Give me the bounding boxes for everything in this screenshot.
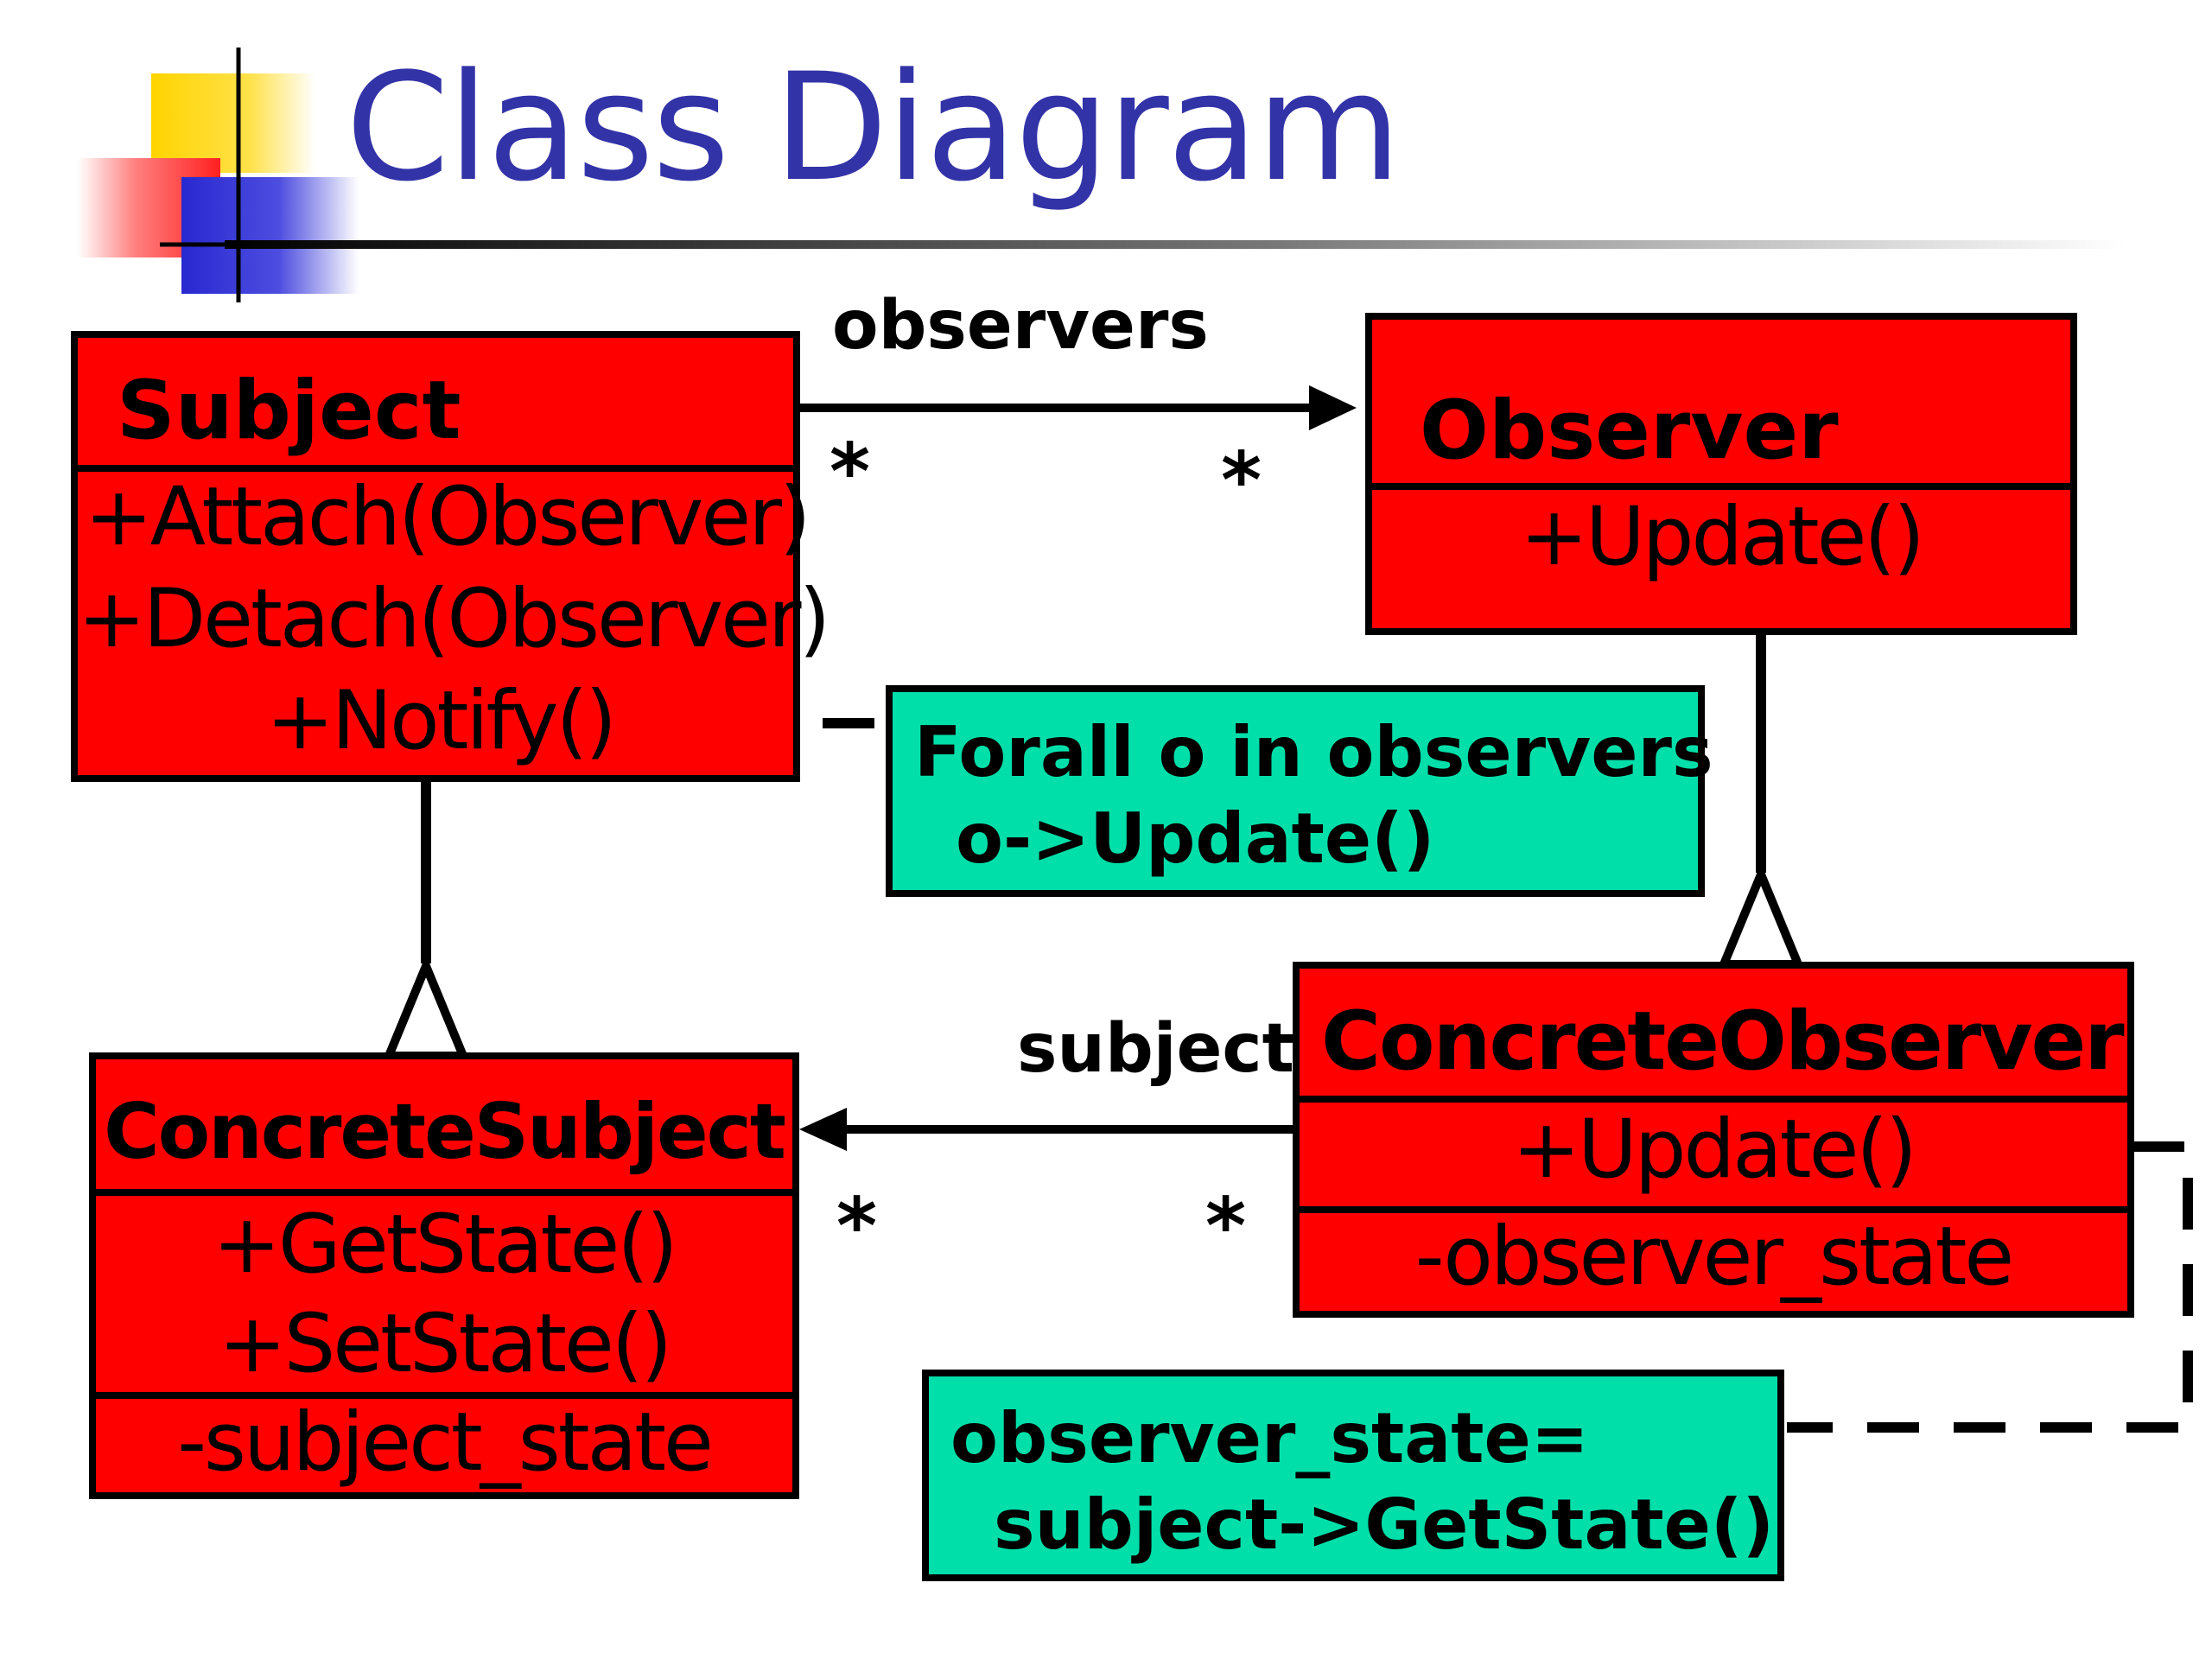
- concrete-observer-update-operation: +Update(): [1512, 1103, 1917, 1197]
- subject-multiplicity-target: *: [836, 1181, 878, 1272]
- set-state-operation: +SetState(): [218, 1297, 672, 1391]
- concrete-subject-class: ConcreteSubject +GetState() +SetState() …: [89, 1052, 799, 1499]
- slide-logo: [78, 48, 406, 302]
- observer-class: Observer +Update(): [1365, 313, 2077, 635]
- observers-association: [798, 385, 1357, 430]
- observers-multiplicity-target: *: [1221, 435, 1262, 526]
- subject-role-label: subject: [1017, 1010, 1294, 1088]
- observer-update-operation: +Update(): [1520, 490, 1925, 584]
- notify-note: Forall o in observers o->Update(): [886, 685, 1713, 897]
- notify-note-line-2: o->Update(): [956, 798, 1435, 879]
- subject-class: Subject +Attach(Observer) +Detach(Observ…: [71, 331, 830, 782]
- update-note-link: [1787, 1141, 2193, 1433]
- observers-multiplicity-source: *: [830, 427, 871, 518]
- update-note: observer_state= subject->GetState(): [922, 1370, 1784, 1581]
- title-underline: [225, 240, 2126, 249]
- observer-class-name: Observer: [1420, 384, 1839, 478]
- subject-state-attribute: -subject_state: [177, 1395, 714, 1490]
- concrete-observer-class-name: ConcreteObserver: [1321, 995, 2125, 1089]
- notify-note-line-1: Forall o in observers: [914, 712, 1713, 792]
- get-state-operation: +GetState(): [213, 1198, 677, 1292]
- notify-operation: +Notify(): [266, 674, 617, 768]
- concrete-subject-class-name: ConcreteSubject: [104, 1087, 786, 1176]
- observer-generalization: [1717, 633, 1805, 969]
- attach-operation: +Attach(Observer): [85, 470, 811, 564]
- subject-generalization: [382, 780, 470, 1060]
- page-title: Class Diagram: [346, 41, 1402, 214]
- update-note-line-2: subject->GetState(): [994, 1484, 1775, 1565]
- concrete-observer-class: ConcreteObserver +Update() -observer_sta…: [1293, 962, 2134, 1318]
- subject-association: [799, 1108, 1296, 1151]
- update-note-line-1: observer_state=: [950, 1398, 1589, 1478]
- observer-state-attribute: -observer_state: [1414, 1210, 2015, 1304]
- subject-class-name: Subject: [117, 364, 461, 458]
- observers-role-label: observers: [832, 287, 1209, 365]
- subject-multiplicity-source: *: [1205, 1181, 1247, 1272]
- detach-operation: +Detach(Observer): [78, 572, 830, 666]
